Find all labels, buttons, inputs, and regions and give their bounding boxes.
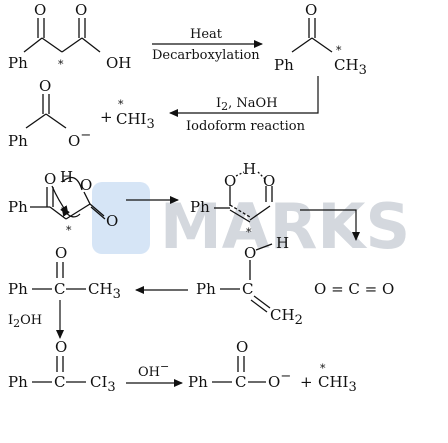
beta-keto-acid: Ph OH O O *: [8, 1, 131, 72]
oxygen-label: O: [44, 170, 56, 188]
phenyl-label: Ph: [8, 280, 28, 298]
hydrogen-label: H: [276, 234, 289, 252]
acid-oxygen-label: O: [75, 1, 87, 19]
watermark-text: MARKS: [160, 190, 410, 263]
iodoform-conditions: I2, NaOH Iodoform reaction: [186, 96, 306, 134]
mechanism-arrow-down: [300, 209, 360, 241]
carbon-label: C: [54, 373, 65, 391]
oxygen-label: O: [55, 338, 67, 356]
oxygen-label: O: [55, 244, 67, 262]
oxygen-label: O: [236, 338, 248, 356]
plus-sign: +: [300, 373, 313, 391]
plus-sign: +: [100, 108, 113, 126]
transition-state: Ph O H O *: [190, 160, 275, 239]
isotope-star: *: [66, 224, 72, 237]
oxygen-label-2: O: [263, 172, 275, 190]
phenyl-label: Ph: [8, 373, 28, 391]
carbonyl-oxygen-label: O: [34, 1, 46, 19]
carbon-label: C: [54, 280, 65, 298]
benzoate-mechanism: O Ph C O−: [188, 338, 291, 391]
watermark-logo: [92, 182, 150, 254]
acetophenone: Ph O * CH3: [274, 1, 367, 78]
carbon-label: C: [235, 373, 246, 391]
enol: Ph C O H CH2: [196, 234, 303, 328]
carbon-label: C: [242, 280, 253, 298]
phenyl-label: Ph: [8, 54, 28, 72]
hydroxide-label: OH−: [138, 360, 169, 380]
hydroxyl-label: OH: [106, 54, 131, 72]
oxygen-label: O: [305, 1, 317, 19]
connector-line: [169, 76, 319, 117]
methyl-label: CH3: [88, 280, 121, 302]
oxygen-label: O: [39, 77, 51, 95]
i2-naoh-label: I2, NaOH: [216, 96, 278, 113]
isotope-star: *: [336, 44, 342, 57]
methyl-label: CH3: [334, 56, 367, 78]
acetophenone-mechanism: Ph C CH3 O: [8, 244, 121, 302]
isotope-star: *: [246, 226, 252, 239]
phenyl-label: Ph: [190, 198, 210, 216]
phenyl-label: Ph: [8, 198, 28, 216]
isotope-star: *: [320, 362, 326, 375]
hydrogen-label: H: [243, 160, 256, 178]
oxygen-label: O: [224, 172, 236, 190]
watermark: MARKS: [92, 182, 410, 263]
hydrogen-label: H: [60, 168, 73, 186]
bridge-oxygen-label: O: [80, 176, 92, 194]
phenyl-label: Ph: [196, 280, 216, 298]
anion-oxygen-label: O−: [68, 128, 91, 150]
cyclic-keto-acid: Ph O H O O *: [8, 168, 118, 237]
i2-oh-label: I2OH: [8, 313, 42, 330]
methylene-label: CH2: [270, 306, 303, 328]
benzoate-ion: Ph O O− + * CHI3: [8, 77, 155, 150]
isotope-star: *: [118, 98, 124, 111]
triiodomethyl-label: CI3: [90, 373, 116, 395]
iodoform-mechanism: + * CHI3: [300, 362, 357, 395]
phenyl-label: Ph: [8, 132, 28, 150]
isotope-star: *: [58, 58, 64, 71]
triiodoacetophenone: O Ph C CI3: [8, 338, 116, 395]
anion-oxygen-label: O−: [268, 369, 291, 391]
heat-arrow: Heat Decarboxylation: [152, 27, 263, 63]
carbon-dioxide-label: O = C = O: [314, 280, 394, 298]
right-oxygen-label: O: [106, 212, 118, 230]
phenyl-label: Ph: [274, 56, 294, 74]
oxygen-label: O: [244, 244, 256, 262]
iodoform-label: CHI3: [318, 373, 357, 395]
iodoform-label: CHI3: [116, 110, 155, 132]
heat-label: Heat: [190, 27, 223, 42]
phenyl-label: Ph: [188, 373, 208, 391]
decarboxylation-label: Decarboxylation: [152, 48, 260, 63]
iodoform-reaction-label: Iodoform reaction: [186, 119, 306, 134]
